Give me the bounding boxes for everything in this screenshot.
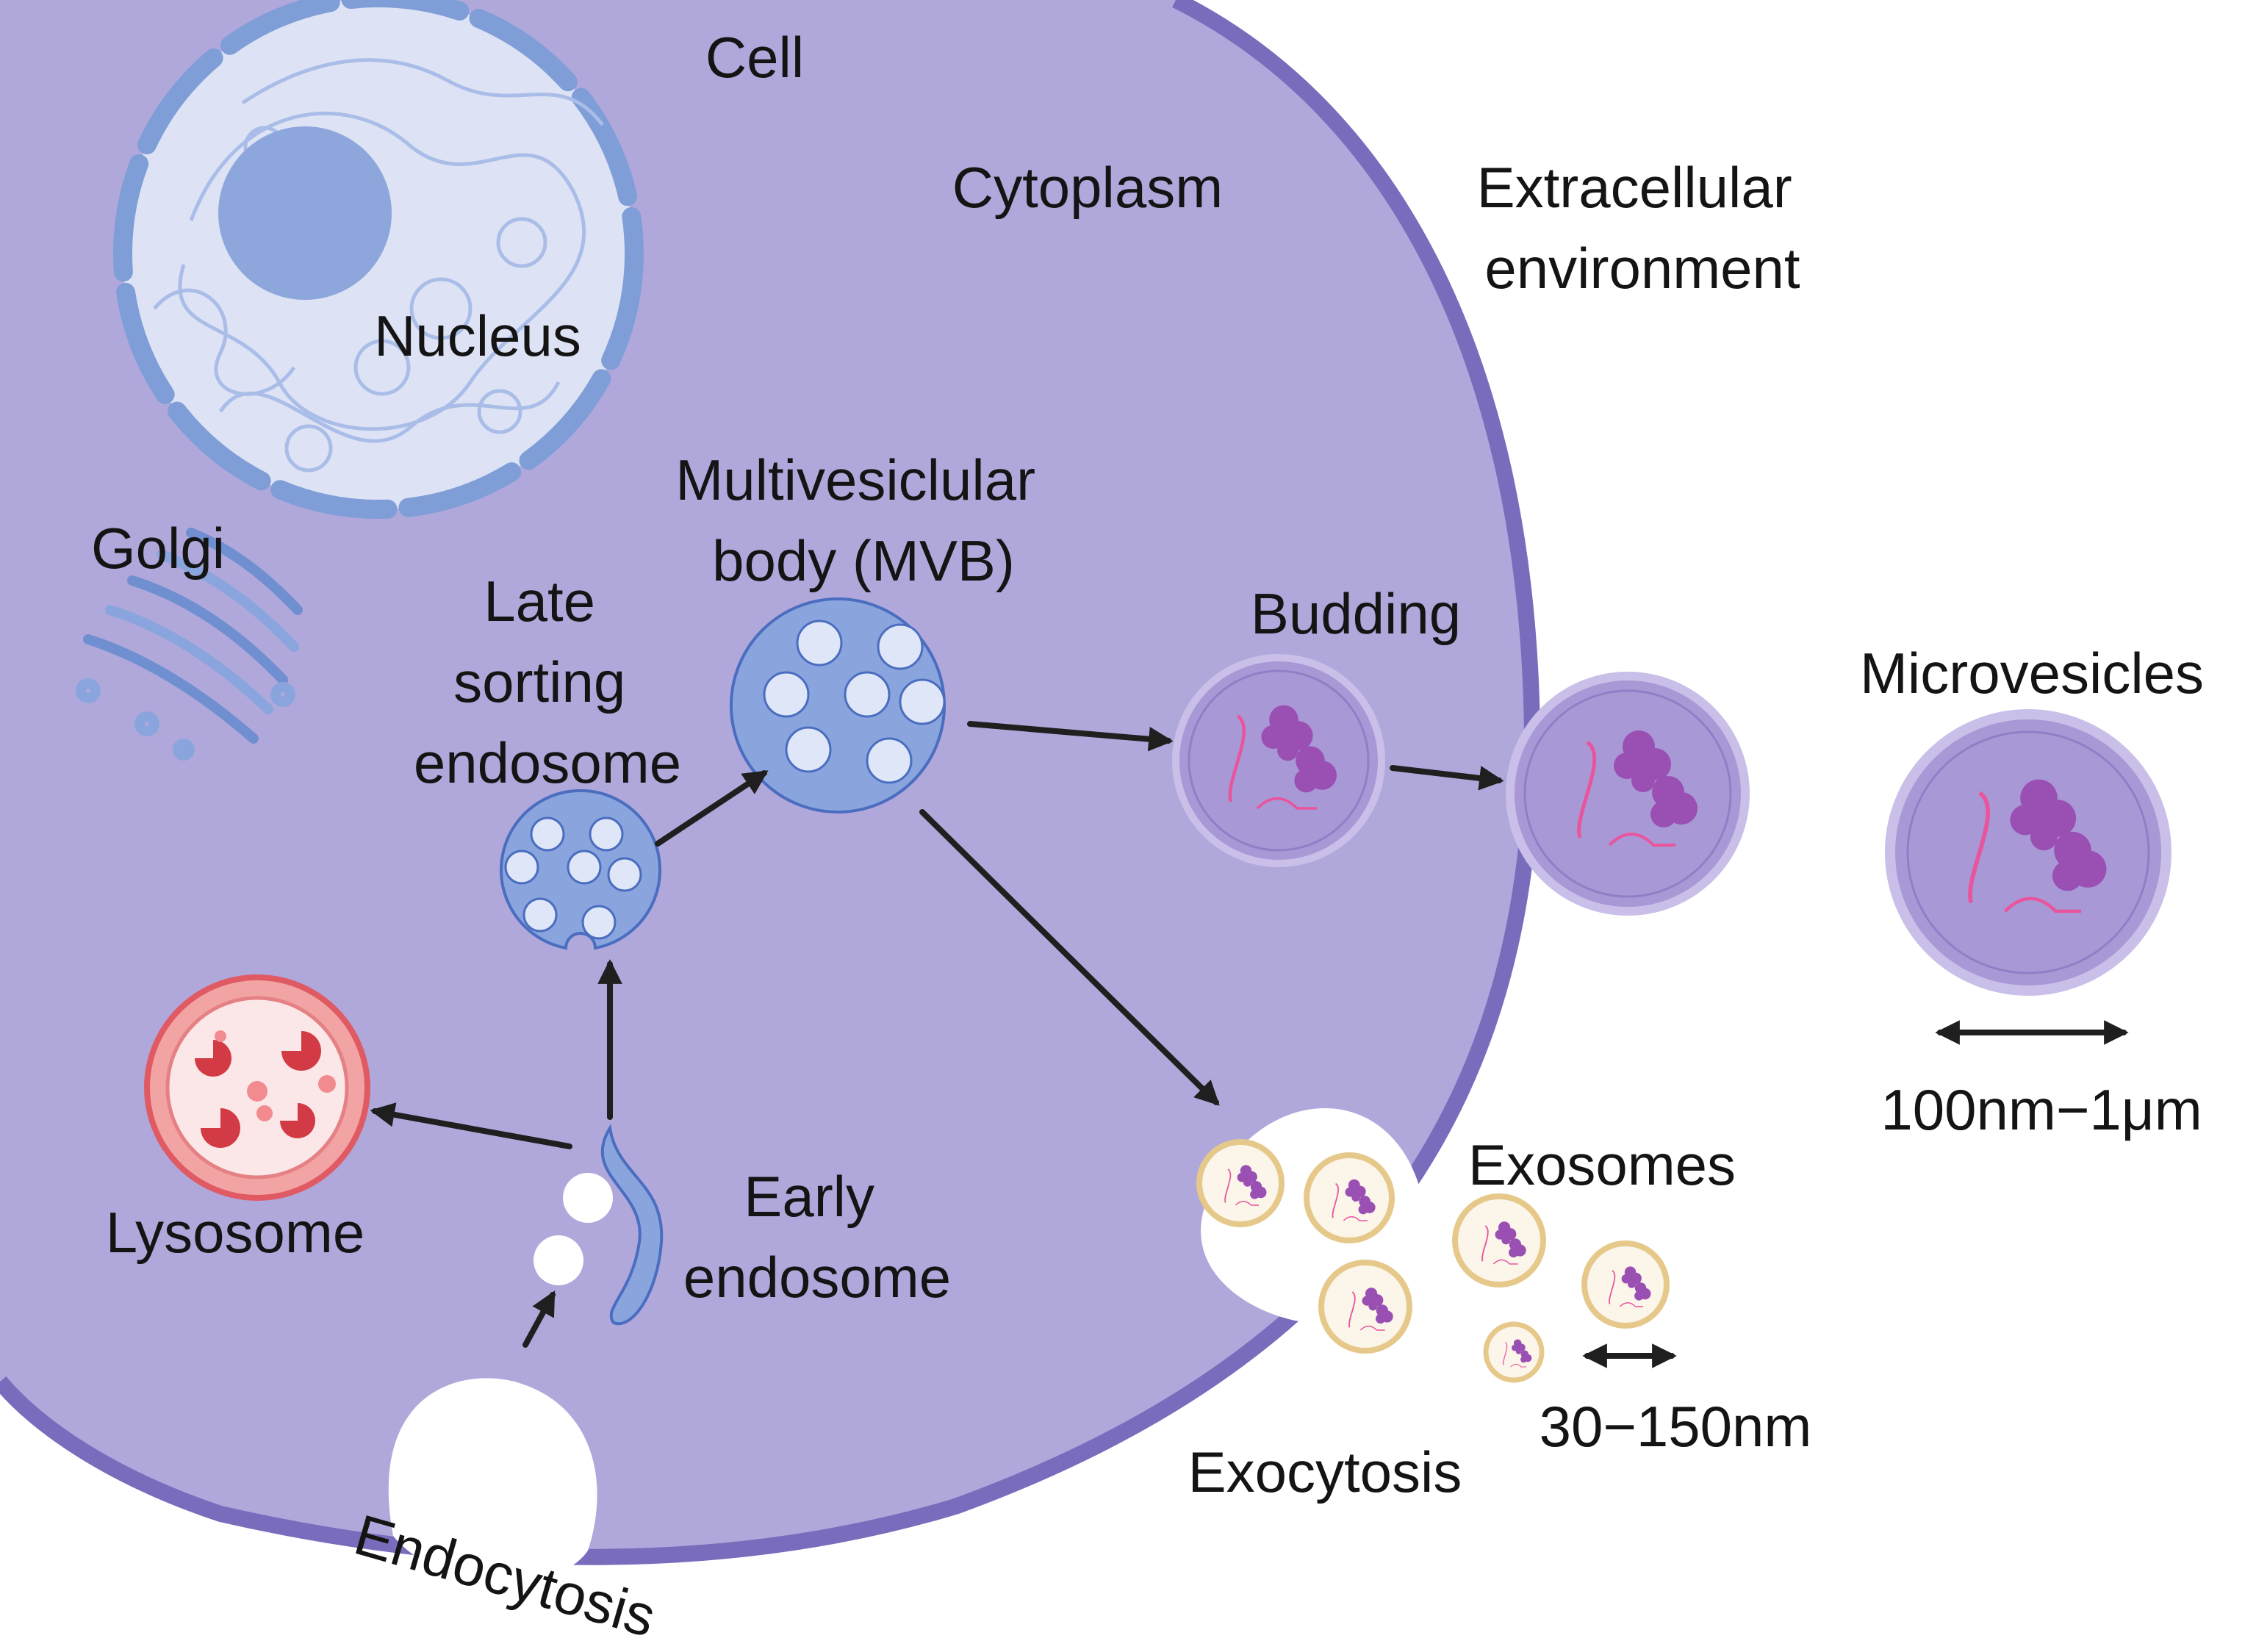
- arrow-late-to-mvb: [655, 770, 769, 847]
- label-microvesicles: Microvesicles: [1860, 641, 2204, 705]
- label-golgi: Golgi: [91, 516, 225, 581]
- exosome: [1318, 1260, 1412, 1354]
- arrow-budding-to-release: [1390, 765, 1504, 791]
- exosome: [1452, 1193, 1546, 1288]
- multivesicular-body: [730, 597, 946, 814]
- released-microvesicle: [1506, 672, 1750, 916]
- label-budding: Budding: [1251, 581, 1461, 646]
- label-exocytosis: Exocytosis: [1188, 1440, 1462, 1504]
- label-cell: Cell: [705, 25, 804, 90]
- arrow-mvb-to-exocytosis: [919, 809, 1220, 1106]
- arrow-early-to-lysosome: [370, 1102, 572, 1149]
- label-mvb: Multivesiclular body (MVB): [675, 448, 1051, 593]
- exosome: [1483, 1321, 1545, 1383]
- endocytosis-pocket: [388, 1378, 597, 1582]
- cell-membrane: [0, 0, 1541, 1565]
- early-endosome: [534, 1124, 664, 1326]
- arrow-endocytosis: [522, 1290, 556, 1348]
- label-cytoplasm: Cytoplasm: [952, 155, 1223, 220]
- nucleolus: [218, 126, 392, 300]
- lysosome: [144, 974, 370, 1201]
- label-exosome-size: 30−150nm: [1540, 1394, 1812, 1459]
- budding-vesicle: [1172, 654, 1385, 867]
- exosomes: [1196, 1139, 1670, 1383]
- label-late-sorting-endosome: Late sorting endosome: [414, 569, 681, 795]
- nucleus: [113, 0, 644, 519]
- arrow-mvb-to-budding: [967, 721, 1174, 752]
- golgi: [76, 528, 303, 761]
- arrows: [370, 721, 2129, 1368]
- exosome: [1304, 1152, 1395, 1243]
- microvesicle: [1885, 709, 2171, 996]
- exosome: [1581, 1240, 1670, 1329]
- label-nucleus: Nucleus: [374, 304, 581, 368]
- label-lysosome: Lysosome: [106, 1200, 365, 1265]
- label-early-endosome: Early endosome: [683, 1164, 951, 1310]
- label-extracellular: Extracellular environment: [1477, 155, 1808, 301]
- label-microvesicle-size: 100nm−1μm: [1880, 1077, 2202, 1142]
- exosome: [1196, 1139, 1285, 1227]
- late-sorting-endosome: [500, 789, 661, 950]
- label-exosomes: Exosomes: [1468, 1132, 1736, 1197]
